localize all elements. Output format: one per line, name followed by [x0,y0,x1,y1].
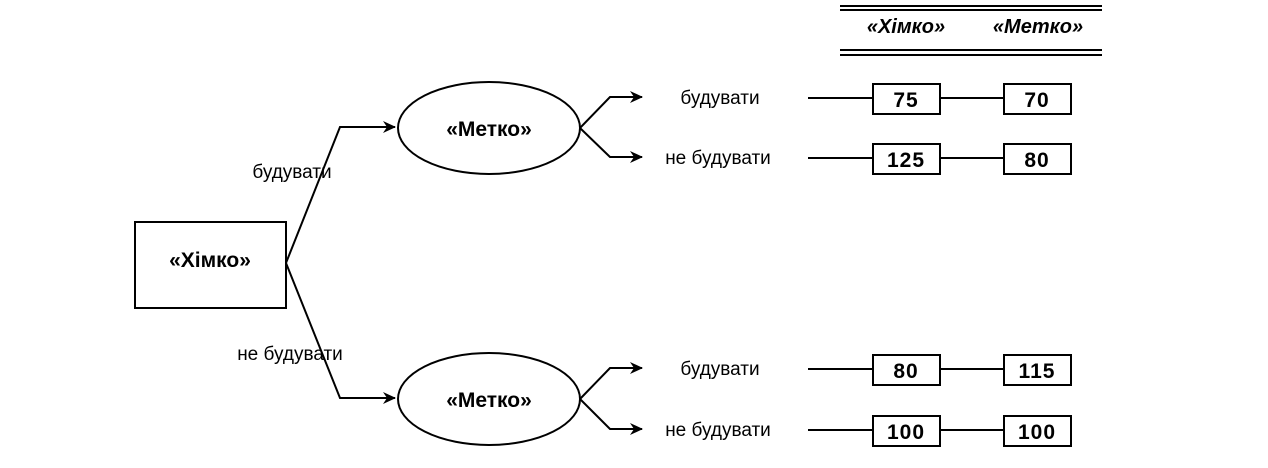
payoff-value-metko: 115 [1019,360,1056,383]
payoff-value-khimko: 80 [893,360,918,383]
header-khimko: «Хімко» [867,16,945,38]
root-node: «Хімко» [134,221,287,309]
root-branch-upper-arrow [285,121,396,264]
root-branch-lower-label: не будувати [237,344,343,365]
root-branch-upper-label: будувати [252,162,331,183]
outcome-lower-build: будувати 80 115 [579,354,1072,400]
payoff-box-khimko [872,354,941,386]
decision-node-lower: «Метко» [397,352,581,446]
root-node-box [134,221,287,309]
outcome-upper-build-label: будувати [680,88,759,109]
payoff-value-metko: 80 [1024,149,1049,172]
payoff-value-khimko: 75 [893,89,918,112]
payoff-box-metko [1003,354,1072,386]
payoff-value-khimko: 100 [887,421,925,444]
outcome-lower-build-arrow [579,362,643,400]
header-metko: «Метко» [993,16,1083,38]
payoff-value-metko: 100 [1018,421,1056,444]
outcome-upper-build-arrow [579,91,643,129]
payoff-box-metko [1003,143,1072,175]
outcome-upper-build: будувати 75 70 [579,83,1072,129]
outcome-lower-not-build-label: не будувати [665,420,771,441]
decision-node-lower-label: «Метко» [446,389,532,412]
outcome-upper-not-build-label: не будувати [665,148,771,169]
payoff-value-khimko: 125 [887,149,925,172]
payoff-value-metko: 70 [1024,89,1049,112]
decision-node-upper-label: «Метко» [446,118,532,141]
outcome-lower-not-build: не будувати 100 100 [579,398,1072,447]
payoff-box-metko [1003,83,1072,115]
outcome-upper-not-build-arrow [579,127,643,163]
root-node-label: «Хімко» [169,249,251,272]
outcome-lower-build-label: будувати [680,359,759,380]
root-branch-upper: будувати [252,121,396,264]
payoff-box-metko [1003,415,1072,447]
root-branch-lower-arrow [285,262,396,404]
outcome-lower-not-build-arrow [579,398,643,435]
root-branch-lower: не будувати [237,262,396,404]
outcome-upper-not-build: не будувати 125 80 [579,127,1072,175]
decision-node-upper: «Метко» [397,81,581,175]
payoff-header: «Хімко» «Метко» [840,5,1102,56]
